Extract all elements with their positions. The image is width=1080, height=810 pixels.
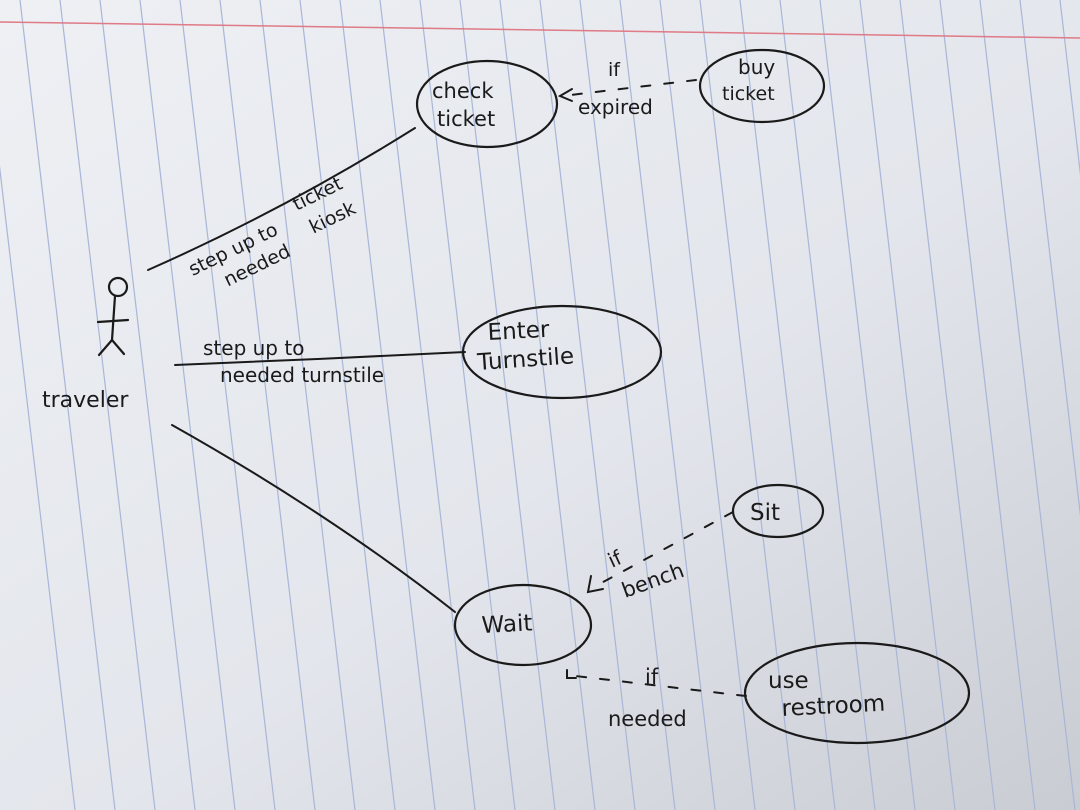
ruling-line — [1019, 0, 1080, 517]
ruling-line — [179, 0, 276, 810]
use-case-sit-label: Sit — [750, 500, 780, 526]
extend-arrow-buy-ticket — [561, 79, 697, 97]
extend-arrows — [557, 79, 747, 697]
ruling-line — [859, 0, 956, 810]
extend-label-buy-ticket-cond: expired — [578, 95, 653, 119]
association-wait — [171, 424, 456, 613]
ruling-line — [59, 0, 156, 810]
ruling-line — [659, 0, 756, 810]
use-case-enter-turnstile — [461, 304, 663, 400]
ruling-line — [0, 165, 76, 810]
ruling-line — [379, 0, 476, 810]
extend-label-restroom-if: if — [645, 665, 659, 689]
use-case-buy-ticket-line2: ticket — [722, 83, 775, 105]
ruling-line — [139, 0, 236, 810]
use-case-use-restroom — [743, 641, 971, 745]
extend-arrow-sit — [591, 511, 734, 589]
extend-arrow-restroom-head — [566, 669, 577, 679]
ruling-line — [219, 0, 316, 810]
ruling-line — [499, 0, 596, 810]
extend-label-buy-ticket-if: if — [608, 59, 621, 81]
ruling-line — [779, 0, 876, 810]
use-case-wait — [453, 583, 593, 667]
association-lines — [147, 127, 466, 613]
ruling-line — [539, 0, 636, 810]
extend-label-restroom-cond: needed — [608, 707, 687, 731]
ruling-line — [99, 0, 196, 810]
use-case-check-ticket-line1: check — [432, 79, 494, 103]
ruling-line — [939, 0, 1036, 810]
actor-label: traveler — [42, 388, 129, 413]
association-label-turnstile-1: step up to — [203, 336, 304, 360]
ruling-line — [899, 0, 996, 810]
ruling-line — [699, 0, 796, 810]
use-case-check-ticket — [415, 59, 559, 149]
ruling-line — [339, 0, 436, 810]
ruling-line — [419, 0, 516, 810]
ruling-line — [579, 0, 676, 810]
ruling-line — [459, 0, 556, 810]
ruling-line — [619, 0, 716, 810]
use-case-enter-turnstile-line1: Enter — [487, 317, 551, 346]
ruling-line — [259, 0, 356, 810]
association-enter-turnstile — [174, 351, 466, 366]
use-case-use-restroom-line1: use — [768, 668, 809, 694]
ruling-line — [299, 0, 396, 810]
extend-arrow-buy-ticket-head — [557, 88, 573, 102]
ruling-line — [819, 0, 916, 810]
ruling-line — [979, 0, 1076, 810]
use-case-use-restroom-line2: restroom — [781, 691, 886, 722]
extend-arrow-sit-head — [586, 575, 604, 594]
margin-line — [0, 21, 1080, 39]
extend-arrow-restroom — [566, 674, 747, 697]
ruling-line — [1059, 0, 1080, 176]
association-check-ticket — [147, 127, 416, 271]
actor-head — [107, 276, 129, 298]
use-case-buy-ticket — [698, 48, 826, 124]
traveler-actor — [96, 276, 130, 357]
ruling-line — [19, 0, 116, 810]
association-label-turnstile-2: needed turnstile — [220, 363, 384, 387]
use-case-check-ticket-line2: ticket — [437, 107, 495, 131]
use-case-buy-ticket-line1: buy — [738, 55, 775, 79]
ruling-line — [739, 0, 836, 810]
use-case-wait-label: Wait — [481, 610, 533, 639]
